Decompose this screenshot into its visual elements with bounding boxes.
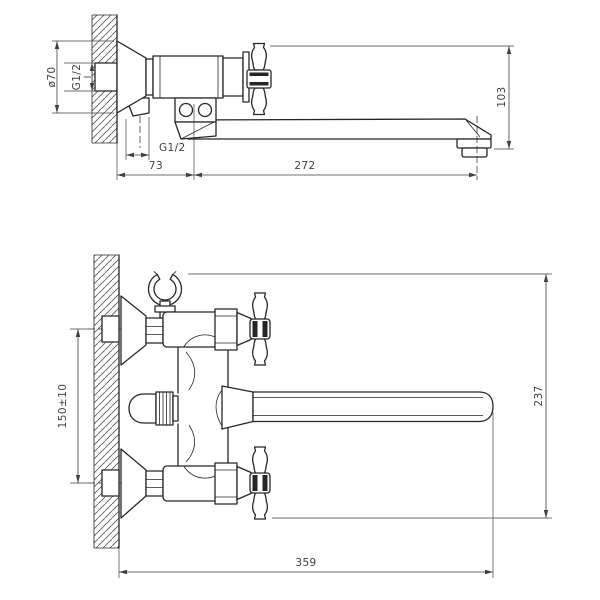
dim-inlet-thread: G1/2 bbox=[64, 62, 95, 92]
dim-label-73: 73 bbox=[149, 160, 163, 172]
dim-label-height: 103 bbox=[496, 86, 508, 107]
lower-handle-arm-up bbox=[252, 446, 268, 475]
spout-mount bbox=[174, 97, 217, 140]
dim-inlet-spacing: 150±10 bbox=[57, 328, 88, 484]
spout-bevel bbox=[465, 119, 481, 138]
body-column bbox=[177, 346, 229, 467]
dim-overall-length: 359 bbox=[118, 412, 494, 578]
mount-screw-right bbox=[197, 102, 213, 118]
handle-arm-up bbox=[251, 42, 267, 71]
diverter-washer bbox=[172, 395, 179, 422]
dim-height-to-outlet: 103 bbox=[270, 45, 514, 150]
dim-label-inlet-spacing: 150±10 bbox=[57, 384, 69, 429]
lower-bonnet bbox=[214, 462, 238, 505]
spout-tube-side bbox=[179, 118, 492, 140]
side-view: ø70 G1/2 103 G1/2 bbox=[46, 14, 514, 180]
bonnet-side bbox=[222, 57, 244, 97]
upper-handle-arm-down bbox=[252, 337, 268, 366]
upper-inlet-pipe bbox=[101, 315, 120, 343]
valve-body-side bbox=[152, 51, 250, 103]
dim-wall-to-pivot: 73 bbox=[117, 160, 194, 178]
dim-label-overall-length: 359 bbox=[295, 557, 316, 569]
diverter-knob bbox=[128, 391, 179, 426]
dim-overall-height: 237 bbox=[188, 273, 552, 519]
dim-label-shower-thread: G1/2 bbox=[159, 142, 186, 154]
dim-label-inlet-thread: G1/2 bbox=[71, 64, 83, 91]
spout-tube-front bbox=[252, 391, 494, 423]
diverter-collar bbox=[155, 391, 174, 426]
dim-label-272: 272 bbox=[294, 160, 315, 172]
lower-cross-handle bbox=[249, 446, 271, 520]
spout-front bbox=[221, 385, 494, 430]
lower-valve bbox=[162, 462, 252, 505]
wall-hatch-area-front bbox=[94, 255, 119, 548]
front-view: 150±10 237 359 bbox=[57, 254, 552, 578]
upper-bonnet bbox=[214, 308, 238, 351]
lower-hex-nut bbox=[145, 470, 164, 497]
lower-inlet-pipe bbox=[101, 469, 120, 497]
shower-holder-hook bbox=[147, 271, 183, 319]
dim-escutcheon-diameter: ø70 bbox=[46, 40, 114, 114]
holder-flange bbox=[154, 305, 176, 313]
lower-handle-taper bbox=[236, 465, 252, 501]
spout-side bbox=[179, 118, 492, 140]
dim-spout-reach: 272 bbox=[194, 160, 477, 178]
lower-escutcheon bbox=[120, 448, 147, 519]
upper-valve bbox=[162, 308, 252, 351]
spout-cone bbox=[221, 385, 254, 430]
cross-handle-side bbox=[246, 42, 272, 116]
upper-escutcheon bbox=[120, 295, 147, 366]
upper-handle-taper bbox=[236, 311, 252, 347]
inlet-pipe-side bbox=[94, 62, 118, 92]
mount-screw-left bbox=[178, 102, 194, 118]
escutcheon-side bbox=[116, 40, 147, 114]
escutcheon-ring bbox=[145, 58, 154, 96]
lower-handle-arm-down bbox=[252, 491, 268, 520]
upper-cross-handle bbox=[249, 292, 271, 366]
upper-handle-arm-up bbox=[252, 292, 268, 321]
dim-label-overall-height: 237 bbox=[533, 385, 545, 406]
dim-label-diameter: ø70 bbox=[46, 67, 58, 88]
dim-shower-thread: G1/2 bbox=[125, 117, 186, 160]
wall-section-front bbox=[93, 254, 120, 549]
upper-hex-nut bbox=[145, 317, 164, 344]
handle-arm-down bbox=[251, 87, 267, 116]
aerator bbox=[456, 116, 492, 180]
